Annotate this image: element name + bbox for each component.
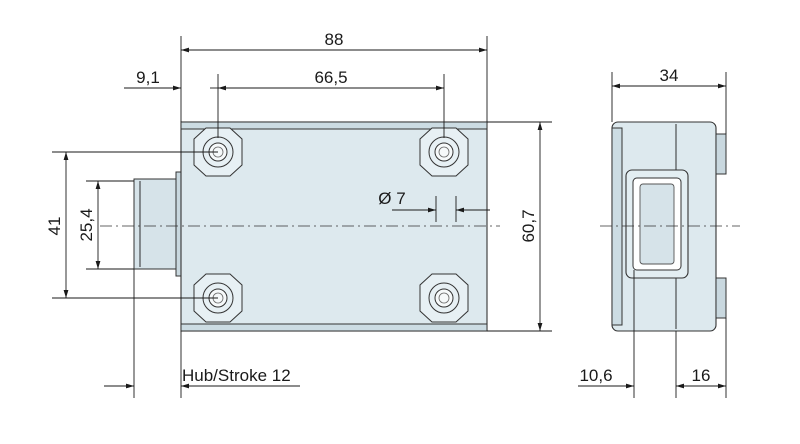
front-view bbox=[100, 121, 500, 332]
housing-bottom-edge bbox=[180, 323, 488, 332]
nut-bottom-right bbox=[419, 273, 469, 323]
plunger-body bbox=[133, 178, 183, 270]
dim-left-offset: 9,1 bbox=[136, 68, 160, 87]
dim-height-inner: 25,4 bbox=[77, 208, 96, 241]
side-stud-top bbox=[715, 133, 727, 175]
dim-stroke: Hub/Stroke 12 bbox=[182, 366, 291, 385]
dim-side-right: 16 bbox=[692, 366, 711, 385]
dim-side-width: 34 bbox=[660, 66, 679, 85]
dim-side-left: 10,6 bbox=[579, 366, 612, 385]
side-view bbox=[600, 121, 740, 332]
dimension-lines bbox=[52, 36, 727, 398]
nut-top-right bbox=[419, 127, 469, 177]
side-left-flange bbox=[611, 127, 623, 326]
housing-top-edge bbox=[180, 121, 488, 130]
side-stud-bottom bbox=[715, 277, 727, 319]
side-plunger bbox=[639, 183, 675, 265]
dim-height-outer: 41 bbox=[45, 217, 64, 236]
dim-hole-spacing: 66,5 bbox=[314, 68, 347, 87]
dim-overall-length: 88 bbox=[325, 30, 344, 49]
dim-bore-diameter: Ø 7 bbox=[378, 189, 405, 208]
dim-body-height: 60,7 bbox=[519, 209, 538, 242]
